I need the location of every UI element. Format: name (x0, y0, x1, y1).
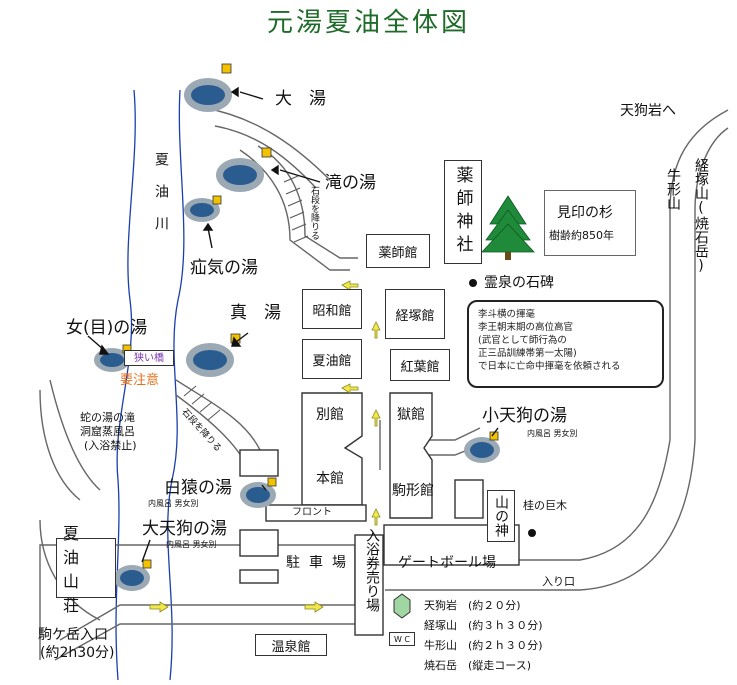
shrine-yama[interactable]: 山の神 (487, 490, 515, 542)
note-line-1: 李斗横の揮毫 (478, 309, 536, 320)
landmark-dots (469, 279, 536, 537)
river-label: 夏油川 (153, 152, 169, 248)
bath-kikinoyu-label[interactable]: 疝気の湯 (190, 258, 258, 278)
ticket-label[interactable]: 入浴券売り場 (364, 528, 380, 612)
wc-hexagon (393, 593, 411, 619)
calligraphy-note: 李斗横の揮毫 李王朝末期の高位高官 (武官として師行為の 正三品訓練帯第一太陽)… (467, 300, 664, 388)
trail-komagatake-line2: (約2h30分) (40, 645, 115, 661)
bath-kotengu-label[interactable]: 小天狗の湯 (482, 406, 567, 426)
entrance-label[interactable]: 入り口 (542, 575, 575, 588)
bath-hakuen-sub: 内風呂 男女別 (148, 499, 199, 508)
parking-label: 駐車場 (286, 555, 355, 571)
building-outlines (239, 392, 520, 636)
shrine-yakushi[interactable]: 薬師神社 (444, 160, 482, 264)
sugi-tree-box (544, 190, 636, 256)
bath-onnanoyu-label[interactable]: 女(目)の湯 (66, 318, 148, 338)
stairs-upper (283, 175, 309, 243)
stairs-lower (183, 385, 221, 421)
building-getokan[interactable]: 夏油館 (302, 339, 362, 379)
bath-hebinoyu-line3: (入浴禁止) (84, 439, 137, 452)
building-koyokan[interactable]: 紅葉館 (390, 349, 450, 381)
bath-oyu-label[interactable]: 大 湯 (275, 89, 326, 109)
building-getosanso[interactable]: 夏油山荘 (56, 524, 116, 615)
steps-upper-label: 石段を降りる (309, 186, 319, 240)
note-line-4: 正三品訓練帯第一太陽) (478, 348, 577, 359)
bath-hebinoyu-line1: 蛇の湯の滝 (80, 411, 135, 424)
legend-line-1: 天狗岩 (約２０分) (424, 599, 521, 612)
pool-signs (122, 63, 499, 569)
legend-line-4: 焼石岳 (縦走コース) (424, 659, 532, 672)
katsura-tree-label: 桂の巨木 (523, 499, 567, 512)
building-komagatakan[interactable]: 駒形館 (392, 483, 434, 499)
bath-hebinoyu-line2: 洞窟蒸風呂 (80, 425, 135, 438)
note-line-2: 李王朝末期の高位高官 (478, 322, 574, 333)
reisen-monument-label: 霊泉の石碑 (484, 275, 554, 291)
direction-arrows (149, 280, 381, 613)
caution-label: 要注意 (120, 373, 160, 388)
building-honkan[interactable]: 本館 (316, 471, 344, 487)
building-front[interactable]: フロント (292, 507, 332, 518)
map-title: 元湯夏油全体図 (266, 8, 470, 38)
pointer-arrows (87, 86, 499, 563)
building-gokukan[interactable]: 獄館 (397, 407, 425, 423)
trail-komagatake-line1[interactable]: 駒ケ岳入口 (38, 627, 108, 643)
pools (94, 78, 500, 591)
building-kyozukakan[interactable]: 経塚館 (385, 289, 445, 339)
note-line-5: で日本に亡命中揮毫を依頼される (478, 361, 621, 372)
gateball-label: ゲートボール場 (398, 555, 496, 571)
building-yakushikan[interactable]: 薬師館 (366, 234, 430, 268)
note-line-3: (武官として師行為の (478, 335, 567, 346)
legend-line-2: 経塚山 (約３ｈ３０分) (424, 619, 543, 632)
trail-kyozuka[interactable]: 経塚山(焼石岳) (693, 158, 709, 274)
building-onsenkan[interactable]: 温泉館 (255, 634, 327, 656)
sugi-age: 樹齢約850年 (549, 229, 614, 242)
cedar-tree-icon (481, 195, 535, 260)
bath-takinoyu-label[interactable]: 滝の湯 (325, 173, 376, 193)
trail-ushigata[interactable]: 牛形山 (665, 168, 681, 210)
bath-kotengu-sub: 内風呂 男女別 (527, 429, 578, 438)
building-showakan[interactable]: 昭和館 (302, 289, 362, 329)
trail-tenguiwa[interactable]: 天狗岩へ (620, 103, 676, 119)
legend-line-3: 牛形山 (約２ｈ３０分) (424, 639, 543, 652)
sugi-title: 見印の杉 (557, 205, 613, 221)
bath-otengu-sub: 内風呂 男女別 (166, 540, 217, 549)
bridge-label: 狭い橋 (124, 350, 174, 366)
building-bekkan[interactable]: 別館 (316, 407, 344, 423)
bath-mayu-label[interactable]: 真 湯 (230, 303, 281, 323)
bath-otengu-label[interactable]: 大天狗の湯 (142, 519, 227, 539)
building-wc[interactable]: W C (389, 632, 415, 646)
bath-hakuen-label[interactable]: 白猿の湯 (164, 478, 232, 498)
